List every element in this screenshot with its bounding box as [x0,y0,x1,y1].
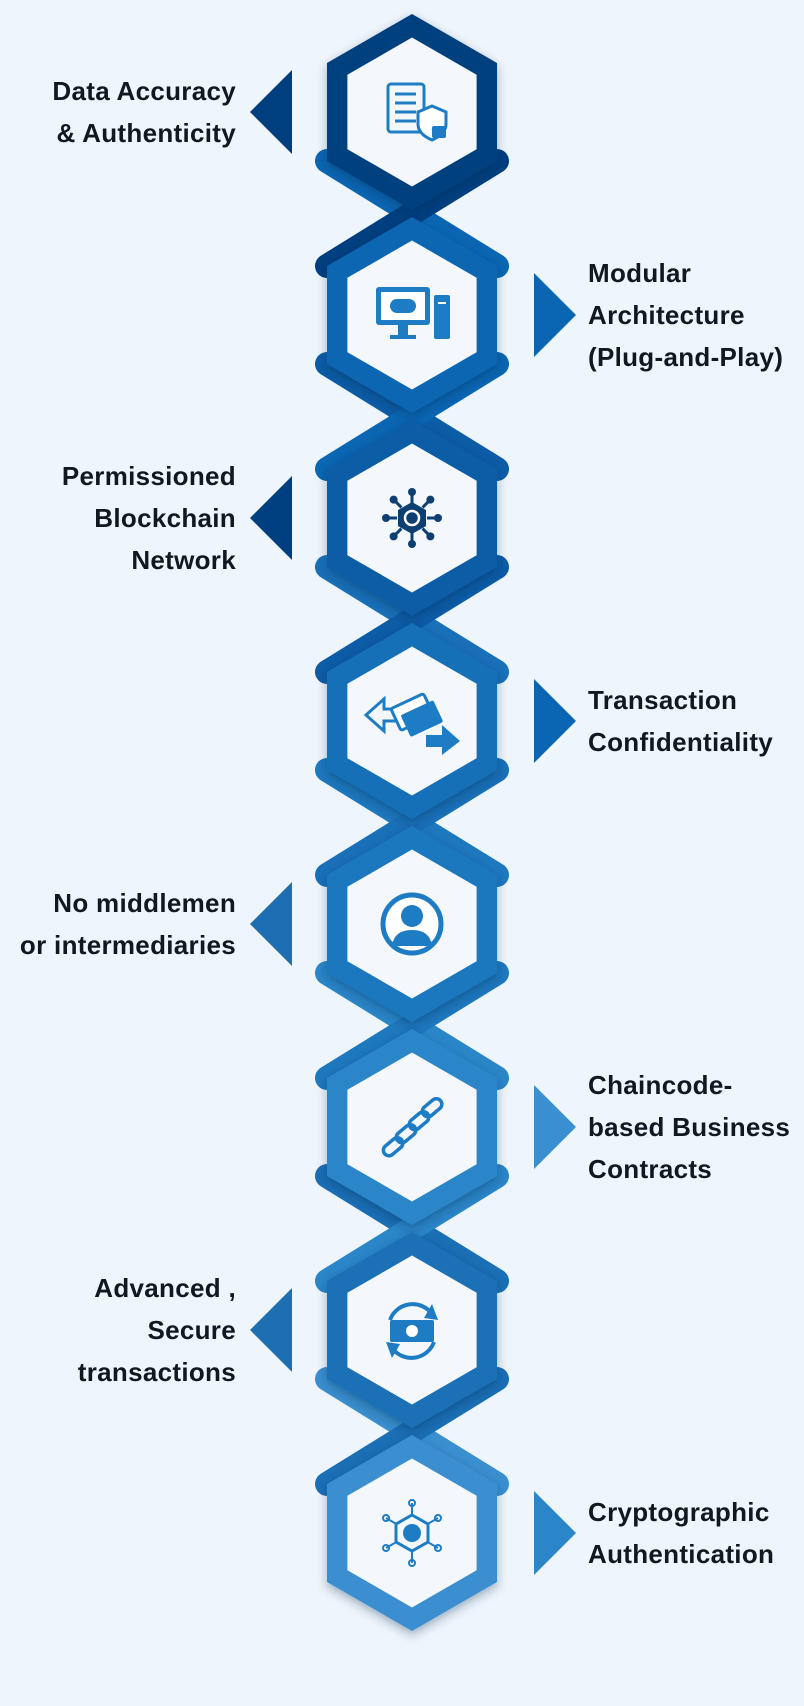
pointer-triangle [250,476,292,560]
hexagon-step [250,14,497,210]
chain-link-band [315,555,509,684]
step-label-line: Chaincode- [588,1070,733,1100]
step-label-line: or intermediaries [19,930,236,960]
step-label-line: Authentication [588,1539,775,1569]
money-transfer-icon [363,692,460,755]
step-label-line: No middlemen [53,888,236,918]
hexagon-step [250,1232,497,1428]
step-label-line: Permissioned [61,461,236,491]
step-label: No middlemen or intermediaries [20,882,236,966]
chain-links [315,149,509,1496]
step-label: Advanced , Secure transactions [78,1267,236,1393]
hexagon-step [327,623,576,819]
chain-link-band [315,352,509,481]
step-label-line: Architecture [588,300,745,330]
chain-link-icon [381,1096,444,1158]
step-label-line: Contracts [588,1154,713,1184]
step-label-line: Transaction [588,685,738,715]
pointer-triangle [534,273,576,357]
computer-gamepad-icon [376,287,450,339]
step-label-line: & Authenticity [56,118,236,148]
user-avatar-icon [380,892,444,956]
step-label-line: Advanced , [94,1273,236,1303]
pointer-triangle [250,1288,292,1372]
step-label-line: Secure [147,1315,236,1345]
chain-link-band [315,1164,509,1293]
pointer-triangle [534,679,576,763]
chain-link-band [315,149,509,278]
hexagon-step [327,1435,576,1631]
step-label-line: Network [131,545,236,575]
chain-link-band [315,1367,509,1496]
pointer-triangle [250,70,292,154]
step-label-line: Modular [588,258,692,288]
crypto-chip-icon [382,1499,442,1567]
network-node-icon [382,488,442,548]
chain-link-band [315,758,509,887]
step-label-line: (Plug-and-Play) [588,342,784,372]
pointer-triangle [534,1491,576,1575]
pointer-triangle [250,882,292,966]
money-exchange-icon [386,1302,438,1360]
hexagon-step [327,217,576,413]
hexagon-step [327,1029,576,1225]
document-shield-lock-icon [386,82,448,142]
step-label-line: Cryptographic [588,1497,770,1527]
hexagon-step [250,826,497,1022]
hexagon-step [250,420,497,616]
pointer-triangle [534,1085,576,1169]
step-label-line: transactions [77,1357,236,1387]
step-label-line: Confidentiality [588,727,774,757]
step-label-line: Data Accuracy [52,76,236,106]
step-label-line: Blockchain [94,503,236,533]
chain-link-band [315,961,509,1090]
step-label-line: based Business [588,1112,791,1142]
step-label: Data Accuracy & Authenticity [52,70,236,154]
